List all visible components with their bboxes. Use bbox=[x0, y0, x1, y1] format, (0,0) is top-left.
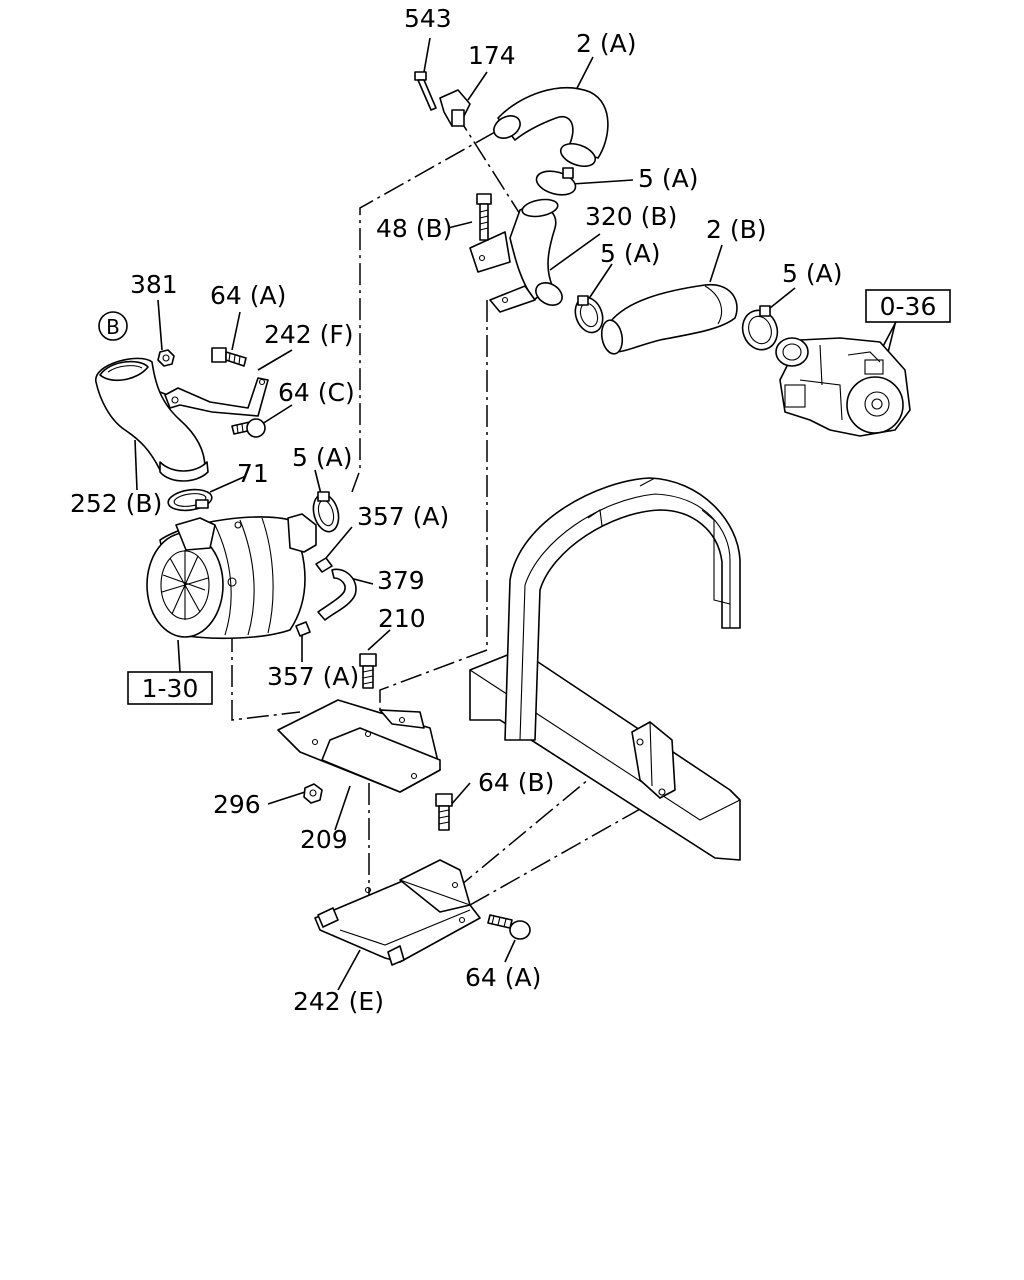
reference-0-36-label: 0-36 bbox=[880, 292, 937, 321]
label-5a-right: 5 (A) bbox=[782, 259, 842, 288]
label-252b: 252 (B) bbox=[70, 489, 162, 518]
part-labels: 543 174 2 (A) 5 (A) 48 (B) 320 (B) 5 (A)… bbox=[70, 4, 842, 1016]
label-296: 296 bbox=[213, 790, 261, 819]
bracket-242f bbox=[164, 377, 269, 417]
label-64a-bottom: 64 (A) bbox=[465, 963, 541, 992]
hose-2b bbox=[600, 283, 738, 355]
chassis-frame bbox=[469, 477, 741, 861]
leader-lines bbox=[134, 37, 898, 991]
label-381: 381 bbox=[130, 270, 178, 299]
pipe-320b bbox=[469, 198, 563, 313]
bolt-64a-bottom bbox=[487, 914, 531, 940]
label-2a: 2 (A) bbox=[576, 29, 636, 58]
bolt-64b bbox=[435, 793, 453, 831]
reference-box-0-36: 0-36 bbox=[865, 289, 951, 323]
label-2b: 2 (B) bbox=[706, 215, 767, 244]
circled-b-marker: B bbox=[98, 311, 128, 341]
label-320b: 320 (B) bbox=[585, 202, 677, 231]
label-174: 174 bbox=[468, 41, 516, 70]
nut-296 bbox=[303, 783, 323, 804]
label-5a-top: 5 (A) bbox=[638, 164, 698, 193]
air-cleaner bbox=[146, 513, 317, 640]
hose-2a bbox=[493, 87, 609, 168]
label-543: 543 bbox=[404, 4, 452, 33]
clamp-5a-left bbox=[312, 491, 340, 533]
label-210: 210 bbox=[378, 604, 426, 633]
reference-box-1-30: 1-30 bbox=[127, 671, 213, 705]
label-64c: 64 (C) bbox=[278, 378, 355, 407]
label-48b: 48 (B) bbox=[376, 214, 452, 243]
intake-duct-252b bbox=[95, 357, 209, 482]
clamp-5a-right bbox=[741, 305, 779, 351]
label-242e: 242 (E) bbox=[293, 987, 384, 1016]
sensor-174 bbox=[439, 89, 471, 127]
bracket-242e bbox=[314, 859, 481, 966]
clamp-5a-top bbox=[535, 167, 577, 196]
label-209: 209 bbox=[300, 825, 348, 854]
clamp-357a-top bbox=[315, 557, 333, 573]
bracket-209 bbox=[277, 699, 441, 793]
bolt-64c bbox=[231, 418, 266, 438]
clamp-71 bbox=[167, 488, 213, 512]
label-71: 71 bbox=[237, 459, 269, 488]
hose-379 bbox=[317, 568, 357, 621]
circled-b-label: B bbox=[106, 315, 120, 339]
label-357a-bottom: 357 (A) bbox=[267, 662, 359, 691]
label-379: 379 bbox=[377, 566, 425, 595]
label-242f: 242 (F) bbox=[264, 320, 354, 349]
reference-1-30-label: 1-30 bbox=[142, 674, 199, 703]
clamp-357a-bottom bbox=[295, 621, 311, 637]
label-64b: 64 (B) bbox=[478, 768, 554, 797]
clamp-5a-mid bbox=[574, 295, 604, 334]
bolt-48b bbox=[476, 193, 492, 241]
screw-543 bbox=[414, 71, 437, 111]
bolt-64a-top bbox=[211, 347, 247, 367]
nut-381 bbox=[157, 349, 175, 367]
bolt-210 bbox=[359, 653, 377, 689]
label-5a-left: 5 (A) bbox=[292, 443, 352, 472]
label-64a-top: 64 (A) bbox=[210, 281, 286, 310]
label-357a-top: 357 (A) bbox=[357, 502, 449, 531]
label-5a-mid: 5 (A) bbox=[600, 239, 660, 268]
turbocharger bbox=[775, 337, 911, 437]
